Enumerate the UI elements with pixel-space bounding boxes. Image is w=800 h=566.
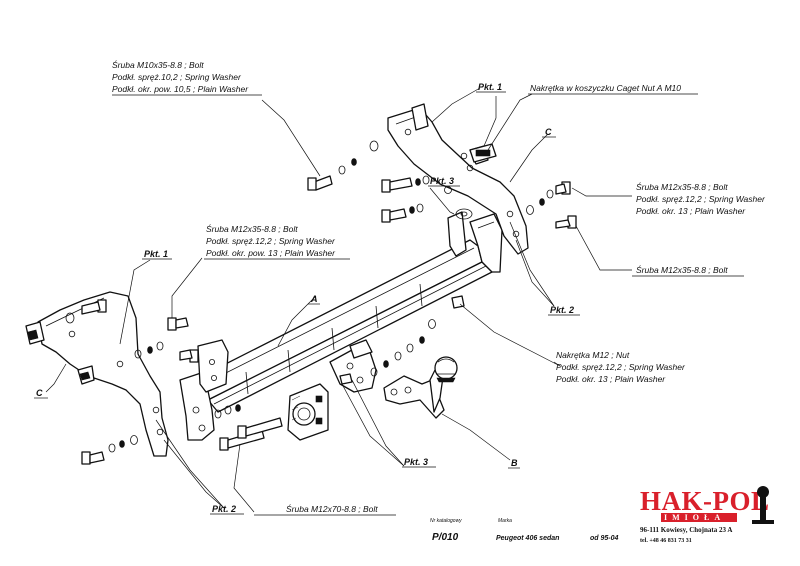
callout-line: Podkł. spręż.12,2 ; Spring Washer	[556, 362, 686, 372]
callout-line: Podkł. okr. pow. 13 ; Plain Washer	[206, 248, 336, 258]
callout-line: Podkł. spręż.12,2 ; Spring Washer	[636, 194, 766, 204]
title-block: Nr katalogowy P/010 Marka Peugeot 406 se…	[430, 518, 619, 543]
callout-long-bolt: Śruba M12x70-8.8 ; Bolt	[254, 503, 396, 516]
callout-center-bolt: Śruba M12x35-8.8 ; Bolt Podkł. spręż.12,…	[204, 223, 350, 260]
callout-nut-group: Nakrętka M12 ; Nut Podkł. spręż.12,2 ; S…	[553, 350, 686, 384]
logo-name: HAK-POL	[640, 486, 770, 516]
production-years: od 95-04	[590, 535, 619, 542]
callout-line: Śruba M12x35-8.8 ; Bolt	[206, 223, 298, 234]
logo-address: 96-111 Kowiesy, Chojnata 23 A	[640, 526, 732, 534]
catalog-number-value: P/010	[432, 532, 459, 543]
callout-line: Podkł. okr. 13 ; Plain Washer	[556, 374, 666, 384]
point-labels: Pkt. 1 Pkt. 1 Pkt. 2 Pkt. 2 Pkt. 3 Pkt. …	[142, 82, 580, 515]
callout-line: Śruba M12x35-8.8 ; Bolt	[636, 181, 728, 192]
callout-line: Śruba M12x35-8.8 ; Bolt	[636, 264, 728, 275]
callout-line: Nakrętka M12 ; Nut	[556, 350, 630, 360]
main-crossbeam-a	[179, 208, 503, 441]
part-letter-b: B	[511, 458, 518, 468]
callout-right-bolt-group: Śruba M12x35-8.8 ; Bolt Podkł. spręż.12,…	[636, 181, 766, 216]
callout-line: Podkł. okr. pow. 10,5 ; Plain Washer	[112, 84, 249, 94]
callout-cage-nut: Nakrętka w koszyczku Caget Nut A M10	[528, 83, 698, 95]
socket-plate	[287, 383, 329, 441]
callout-line: Podkł. okr. 13 ; Plain Washer	[636, 206, 746, 216]
logo-sub: IMIOŁA	[664, 513, 725, 522]
fastener-right-bolts	[381, 175, 577, 229]
callout-line: Nakrętka w koszyczku Caget Nut A M10	[530, 83, 681, 93]
callout-line: Podkł. spręż.10,2 ; Spring Washer	[112, 72, 242, 82]
catalog-number-label: Nr katalogowy	[430, 518, 462, 524]
logo-phone: tel. +48 46 831 73 31	[640, 538, 692, 544]
leader-lines	[45, 87, 632, 513]
callout-line: Śruba M12x70-8.8 ; Bolt	[286, 503, 378, 514]
fastener-top-bolt-m10	[307, 140, 379, 191]
pkt3-bottom-label: Pkt. 3	[404, 457, 428, 467]
fastener-long-bolts-m12x70	[214, 404, 283, 451]
pkt2-bottom-label: Pkt. 2	[212, 504, 236, 514]
left-side-bracket-c	[25, 291, 169, 457]
towball-icon	[752, 486, 774, 524]
fastener-left-bolts	[65, 299, 199, 465]
part-letters: A B C C	[34, 127, 556, 469]
vehicle-model: Peugeot 406 sedan	[496, 535, 559, 542]
brand-label: Marka	[498, 518, 512, 524]
pkt2-right-label: Pkt. 2	[550, 305, 574, 315]
callout-top-left-bolt: Śruba M10x35-8.8 ; Bolt Podkł. spręż.10,…	[112, 59, 262, 96]
callout-right-bolt-single: Śruba M12x35-8.8 ; Bolt	[632, 264, 744, 277]
part-letter-c-left: C	[36, 388, 43, 398]
pkt3-top-label: Pkt. 3	[430, 176, 454, 186]
ball-mount-b	[383, 356, 458, 419]
callout-line: Śruba M10x35-8.8 ; Bolt	[112, 59, 204, 70]
pkt1-top-label: Pkt. 1	[478, 82, 502, 92]
pkt1-left-label: Pkt. 1	[144, 249, 168, 259]
callout-line: Podkł. spręż.12,2 ; Spring Washer	[206, 236, 336, 246]
hak-pol-logo: HAK-POL IMIOŁA 96-111 Kowiesy, Chojnata …	[640, 486, 774, 544]
fastener-cage-nut	[469, 143, 497, 163]
part-letter-c-right: C	[545, 127, 552, 137]
part-letter-a: A	[310, 294, 318, 304]
